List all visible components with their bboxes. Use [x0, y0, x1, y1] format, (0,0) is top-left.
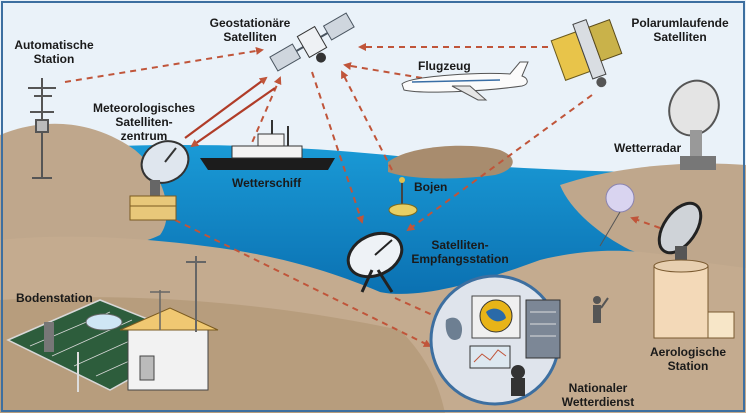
label-flugzeug: Flugzeug	[418, 59, 471, 73]
satellite-centre-dish-icon	[129, 140, 190, 221]
label-bodenstation: Bodenstation	[16, 291, 93, 305]
label-nationaler-wetterdienst: Nationaler Wetterdienst	[561, 381, 635, 409]
airplane-icon	[401, 61, 529, 101]
weather-service-icon	[429, 274, 561, 406]
uplink-arrows	[184, 76, 276, 148]
label-aerologische-station: Aerologische Station	[649, 345, 727, 373]
polar-satellite-icon	[550, 18, 623, 88]
aerological-station-icon	[653, 201, 735, 339]
label-geostationaere-satelliten: Geostationäre Satelliten	[209, 16, 291, 44]
label-polarumlaufende-satelliten: Polarumlaufende Satelliten	[631, 16, 729, 44]
label-satelliten-empfangsstation: Satelliten- Empfangsstation	[411, 238, 509, 266]
label-bojen: Bojen	[414, 180, 448, 194]
person-icon	[593, 296, 609, 323]
island	[388, 145, 513, 179]
automatic-station-icon	[28, 78, 56, 179]
ground-station-icon	[6, 256, 219, 392]
right-hill	[560, 163, 746, 270]
label-wetterschiff: Wetterschiff	[232, 176, 302, 190]
receiving-station-dish-icon	[346, 231, 404, 293]
label-meteorologisches-satellitenzentrum: Meteorologisches Satelliten- zentrum	[92, 101, 196, 143]
weather-ship-icon	[200, 120, 335, 170]
label-wetterradar: Wetterradar	[614, 141, 682, 155]
weather-radar-icon	[668, 79, 720, 170]
label-automatische-station: Automatische Station	[14, 38, 94, 66]
buoy-icon	[388, 177, 418, 217]
geostationary-satellite-icon	[269, 12, 355, 72]
weather-balloon-icon	[599, 183, 635, 247]
